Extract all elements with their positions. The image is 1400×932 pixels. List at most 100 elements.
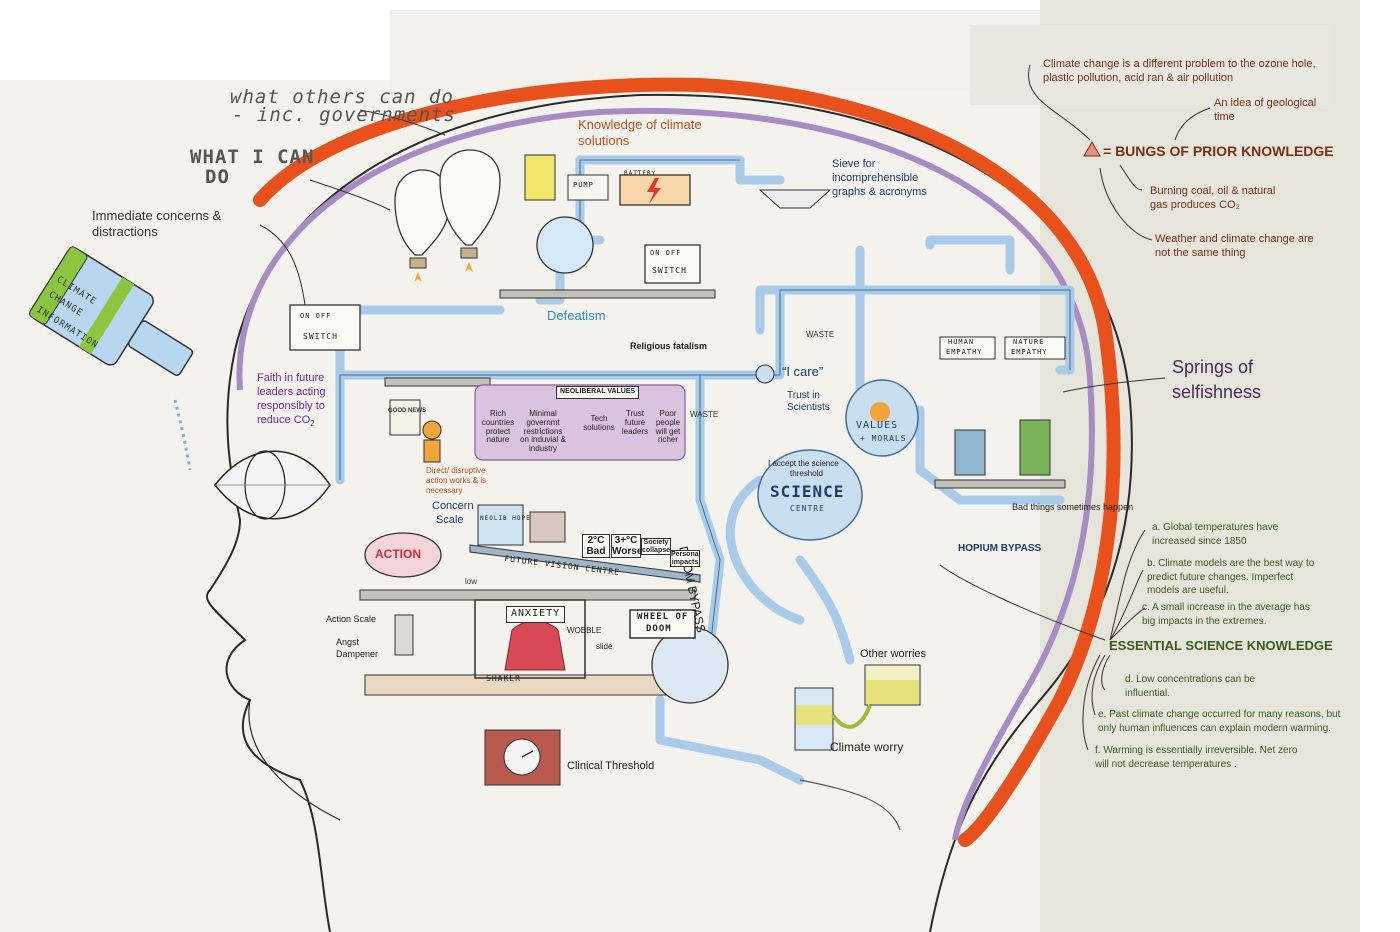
trust-label: Trust in: [787, 390, 820, 401]
battery-label: BATTERY: [624, 170, 657, 177]
pump-box: [567, 174, 609, 201]
immediate-label: Immediate concerns &: [92, 208, 222, 223]
sieve-label-3: graphs & acronyms: [832, 186, 927, 198]
weight-block: [529, 511, 566, 543]
sieve: [758, 189, 832, 209]
switch-box-right: [644, 244, 701, 284]
switch-left-label: SWITCH: [303, 332, 338, 341]
what-i-can-label-2: DO: [205, 166, 230, 188]
bung-marker-icon: [1083, 140, 1101, 157]
human-empathy-label: HUMAN: [948, 338, 975, 346]
spring-weights: [934, 419, 1066, 489]
essential-item-d: d. Low concentrations can be influential…: [1125, 674, 1256, 699]
bung-note-1: Climate change is a different problem to…: [1043, 58, 1316, 85]
sieve-label: Sieve for: [832, 158, 876, 170]
switch-right-label: SWITCH: [652, 266, 687, 275]
i-accept-label: I accept the science: [768, 459, 839, 468]
what-others-label-2: - inc. governments: [232, 104, 456, 126]
other-worries-label: Other worries: [860, 648, 927, 660]
concern-scale-label-2: Scale: [436, 514, 464, 526]
i-care-label: “I care”: [782, 364, 824, 379]
bungs-title: = BUNGS OF PRIOR KNOWLEDGE: [1103, 143, 1334, 159]
neck-line: [248, 699, 341, 821]
future-vision-tray: [469, 544, 701, 583]
paper-top: [390, 10, 1040, 90]
neolib-box-2: Minimal governmt restrictions on induvia…: [520, 409, 566, 454]
slide-label: slide: [596, 642, 613, 651]
religious-label: Religious fatalism: [630, 341, 708, 351]
anxiety-label: ANXIETY: [506, 606, 566, 623]
faith-label-3: responsibly to: [257, 400, 325, 412]
low-label: low: [465, 577, 478, 586]
i-care-valve: [755, 364, 775, 384]
brain-orange-band: [253, 77, 1121, 847]
balloon-what-i-can-do: [394, 169, 451, 282]
shaker-label: SHAKER: [486, 674, 521, 683]
pump-label: PUMP: [573, 181, 594, 189]
what-others-label: what others can do: [230, 86, 454, 108]
direct-label: Direct/ disruptive: [426, 466, 486, 475]
neolib-box-3: Tech solutions: [583, 414, 615, 432]
wheel-doom-label-2: DOOM: [646, 624, 672, 634]
waste-label: WASTE: [806, 330, 835, 339]
battery-bolt: [647, 178, 661, 204]
switch-right-onoff: ON OFF: [650, 249, 682, 257]
balloon-what-others-can-do: [439, 149, 501, 272]
neoliberal-block: [474, 384, 686, 461]
good-news-label: GOOD NEWS: [388, 408, 427, 414]
fan-wheel: [536, 216, 594, 274]
neolib-values-label: NEOLIBERAL VALUES: [556, 386, 640, 399]
eye-icon: [214, 450, 331, 520]
hopium-label: HOPIUM BYPASS: [958, 543, 1042, 554]
faith-subscript: 2: [310, 419, 315, 429]
brain-purple-band: [236, 108, 1095, 841]
action-scale-tool: [394, 614, 414, 656]
bung-note-2: An idea of geological time: [1214, 97, 1317, 124]
essential-item-f: f. Warming is essentially irreversible. …: [1095, 745, 1298, 770]
faith-label-2: leaders acting: [257, 386, 326, 398]
springs-label-2: selfishness: [1172, 382, 1262, 402]
direct-label-2: action works & is: [426, 476, 487, 485]
good-news-jar: [389, 399, 421, 436]
essential-connectors: [939, 529, 1146, 751]
neolib-box-4: Trust future leaders: [621, 409, 649, 436]
jelly: [504, 620, 566, 671]
nature-empathy-box: [1004, 336, 1066, 360]
i-accept-label-2: threshold: [790, 469, 823, 478]
essential-item-e: e. Past climate change occurred for many…: [1098, 709, 1341, 734]
angst-label-2: Dampener: [336, 649, 379, 659]
neolib-box-5: Poor people will get richer: [655, 409, 681, 445]
direct-label-3: necessary: [426, 486, 463, 495]
info-pour: [173, 399, 192, 471]
what-i-can-label: WHAT I CAN: [190, 146, 315, 168]
doom-sign: [629, 609, 696, 639]
human-empathy-label-2: EMPATHY: [946, 348, 983, 356]
values-label: VALUES: [856, 420, 899, 431]
bung-connectors: [1027, 64, 1211, 241]
action-label: ACTION: [375, 547, 421, 561]
immediate-label-2: distractions: [92, 224, 158, 239]
science-centre-bulb: [757, 449, 863, 541]
wobble-label: WOBBLE: [567, 626, 602, 635]
switch-box-left: [289, 304, 361, 351]
knowledge-device: [524, 154, 556, 201]
what-i-can-arrow: [309, 179, 391, 211]
essential-item-a: a. Global temperatures have increased si…: [1152, 522, 1279, 547]
bad-things-label: Bad things sometimes happen: [1012, 502, 1134, 512]
info-bottle: [29, 246, 194, 377]
action-pot: [364, 532, 442, 578]
faith-label: Faith in future: [257, 372, 325, 384]
what-others-arrow: [359, 109, 446, 136]
knowledge-label-2: solutions: [578, 133, 630, 148]
trust-label-2: Scientists: [787, 402, 830, 413]
waste-label-2: WASTE: [690, 410, 719, 419]
worry-link: [831, 704, 872, 729]
science-label: SCIENCE: [770, 482, 845, 501]
neolib-hope-label: NEOLIB HOPE: [480, 515, 531, 522]
concern-scale-label: Concern: [432, 500, 474, 512]
